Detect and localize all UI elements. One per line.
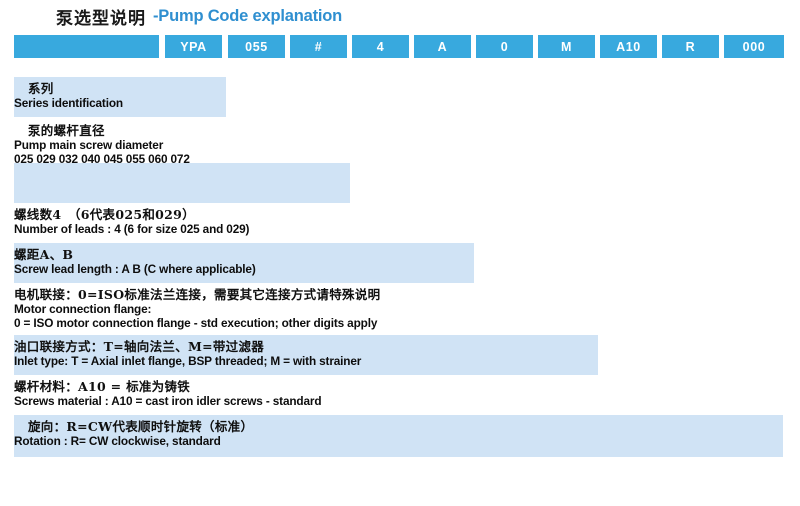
code-cell-label: 000 — [742, 39, 766, 54]
code-cell-label: M — [560, 39, 572, 54]
row-screw-diameter-label-en-2: 025 029 032 040 045 055 060 072 — [14, 152, 190, 166]
code-cell-leads[interactable]: 4 — [352, 35, 409, 58]
row-screw-lead-length-label-en-1: Screw lead length : A B (C where applica… — [14, 262, 256, 276]
code-cell-screw-diameter[interactable]: 055 — [228, 35, 285, 58]
row-number-of-leads-label-cn: 螺线数4 （6代表025和029） — [14, 207, 195, 222]
row-number-of-leads: 螺线数4 （6代表025和029）Number of leads : 4 (6 … — [14, 207, 634, 236]
row-hash-blank-band — [14, 163, 350, 203]
page-title-english: -Pump Code explanation — [153, 6, 343, 25]
code-cell-suffix[interactable]: 000 — [724, 35, 784, 58]
row-inlet-type-label-cn: 油口联接方式：T=轴向法兰、M=带过滤器 — [14, 339, 265, 354]
page-title-bar: 泵选型说明 -Pump Code explanation — [0, 0, 800, 32]
row-inlet-type-band — [14, 335, 598, 375]
row-motor-connection-flange-label-en-2: 0 = ISO motor connection flange - std ex… — [14, 316, 378, 330]
row-screw-diameter-label-en-1: Pump main screw diameter — [14, 138, 164, 152]
code-cell-label: 0 — [500, 39, 509, 54]
row-rotation-label-en-1: Rotation : R= CW clockwise, standard — [14, 434, 221, 448]
code-cell-screw-material[interactable]: A10 — [600, 35, 657, 58]
row-series-identification-band — [14, 77, 226, 117]
row-screws-material-label-en-1: Screws material : A10 = cast iron idler … — [14, 394, 322, 408]
row-screw-lead-length-label-cn: 螺距A、B — [14, 247, 74, 262]
row-number-of-leads-label-en-1: Number of leads : 4 (6 for size 025 and … — [14, 222, 250, 236]
pump-code-string: YPA 055 #4 A 0 M A10 R 000 — [14, 35, 784, 58]
row-screws-material-label-cn: 螺杆材料：A10 = 标准为铸铁 — [14, 379, 191, 394]
page-title-chinese: 泵选型说明 — [56, 8, 146, 29]
row-rotation-band — [14, 415, 783, 457]
code-cell-series[interactable]: YPA — [165, 35, 222, 58]
row-screw-lead-length-band — [14, 243, 474, 283]
row-series-identification-label-en-1: Series identification — [14, 96, 123, 110]
row-screw-diameter-label-cn: 泵的螺杆直径 — [28, 123, 105, 138]
code-cell-hash[interactable]: # — [290, 35, 347, 58]
code-cell-label: R — [685, 39, 696, 54]
row-rotation: 旋向：R=CW代表顺时针旋转（标准）Rotation : R= CW clock… — [14, 419, 634, 448]
row-inlet-type-label-en-1: Inlet type: T = Axial inlet flange, BSP … — [14, 354, 362, 368]
row-series-identification-label-cn: 系列 — [28, 81, 54, 96]
row-motor-connection-flange-label-cn: 电机联接：0=ISO标准法兰连接，需要其它连接方式请特殊说明 — [14, 287, 381, 302]
row-motor-connection-flange-label-en-1: Motor connection flange: — [14, 302, 152, 316]
code-cell-label: YPA — [180, 39, 207, 54]
code-cell-label: # — [314, 39, 323, 54]
code-cell-label: A — [437, 39, 448, 54]
code-cell-motor-flange[interactable]: 0 — [476, 35, 533, 58]
code-cell-label: A10 — [616, 39, 641, 54]
code-cell-lead-length[interactable]: A — [414, 35, 471, 58]
code-cell-inlet-type[interactable]: M — [538, 35, 595, 58]
code-cell-rotation[interactable]: R — [662, 35, 719, 58]
row-rotation-label-cn: 旋向：R=CW代表顺时针旋转（标准） — [28, 419, 254, 434]
code-cell-prefix-blank[interactable] — [14, 35, 159, 58]
code-cell-label: 4 — [376, 39, 385, 54]
code-cell-label: 055 — [245, 39, 268, 54]
